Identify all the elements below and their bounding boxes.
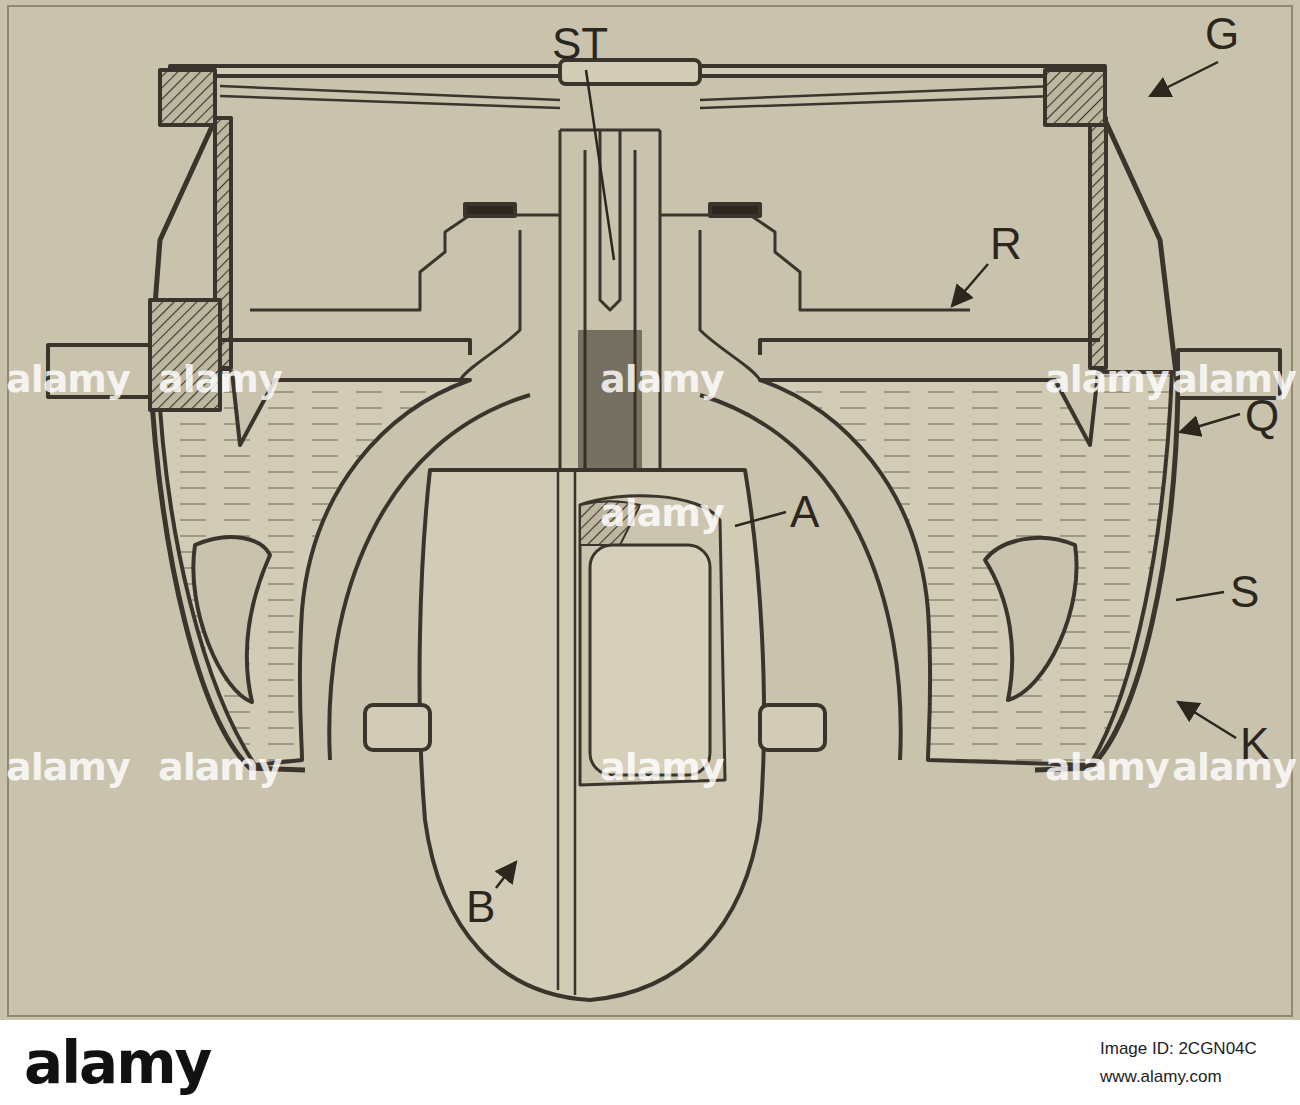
watermark: alamy	[1045, 360, 1169, 398]
site-url: www.alamy.com	[1100, 1068, 1222, 1085]
watermark: alamy	[600, 494, 724, 532]
part-letter: G	[1205, 12, 1239, 56]
part-letter: B	[466, 885, 495, 929]
brand-logo: alamy	[24, 1034, 210, 1092]
part-letter: Q	[1245, 394, 1279, 438]
part-letter: S	[1230, 570, 1259, 614]
watermark: alamy	[1172, 360, 1296, 398]
part-letter: A	[790, 490, 819, 534]
watermark: alamy	[6, 748, 130, 786]
part-letter: ST	[552, 22, 608, 66]
part-letter: R	[990, 222, 1022, 266]
watermark: alamy	[1045, 748, 1169, 786]
image-id: Image ID: 2CGN04C	[1100, 1040, 1257, 1057]
watermark: alamy	[158, 748, 282, 786]
watermark: alamy	[600, 748, 724, 786]
watermark: alamy	[158, 360, 282, 398]
watermark: alamy	[6, 360, 130, 398]
watermark: alamy	[600, 360, 724, 398]
watermark: alamy	[1172, 748, 1296, 786]
